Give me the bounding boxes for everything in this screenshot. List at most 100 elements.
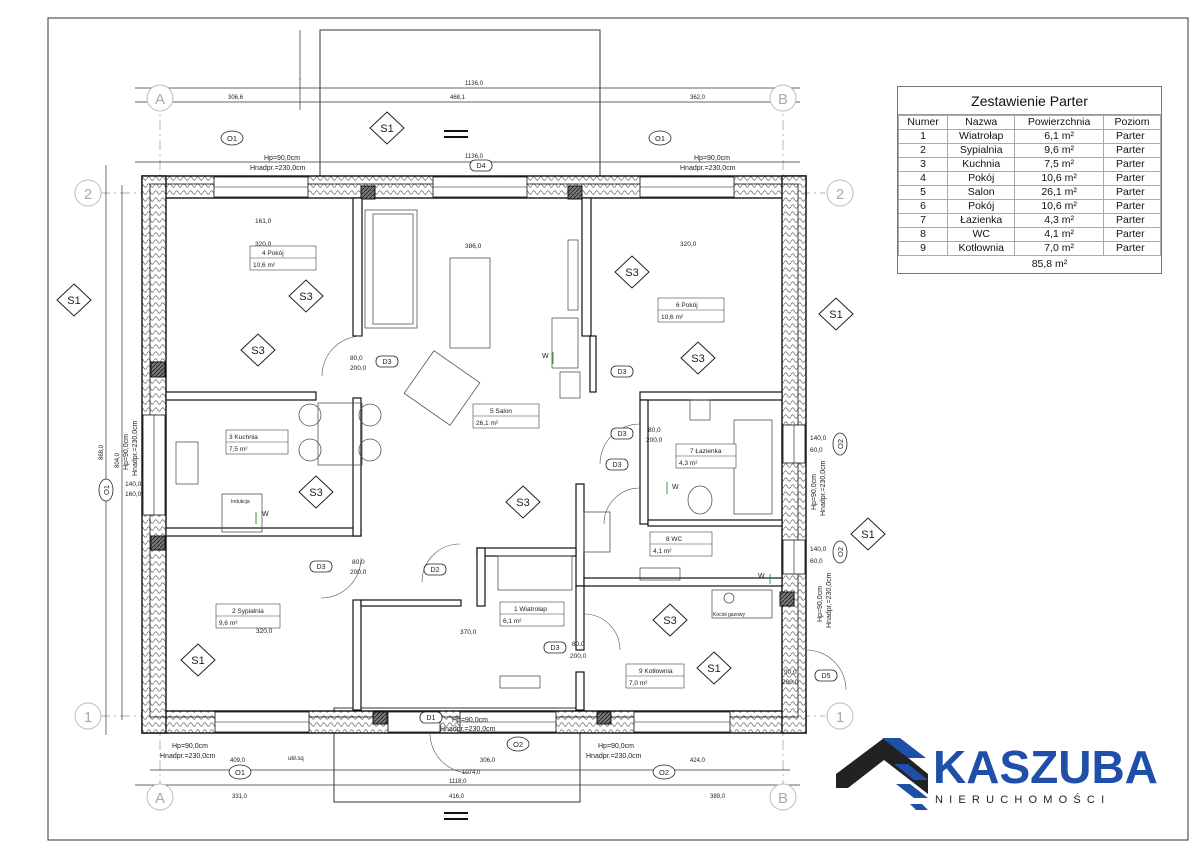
room-dim: 320,0 <box>680 241 697 248</box>
s3-marker <box>652 603 688 637</box>
door-dim: 80,0 <box>352 559 365 566</box>
room-lazienka: 7 Łazienka 4,3 m² <box>675 443 737 469</box>
window-note-hp: Hp=90,0cm <box>264 155 300 162</box>
dim-left-total: 868,0 <box>99 444 105 460</box>
table-cell: Parter <box>1103 143 1161 158</box>
room-dim: 320,0 <box>256 628 273 635</box>
s3-marker <box>288 279 324 313</box>
table-cell: Parter <box>1103 227 1161 242</box>
table-cell: 6 <box>897 199 949 214</box>
window-note-hp: Hp=90,0cm <box>694 155 730 162</box>
room-labels: 4 Pokój 10,6 m² 6 Pokój 10,6 m² 3 Kuchni… <box>215 245 737 689</box>
s1-label: S1 <box>829 309 842 321</box>
induction-label: Indukcja <box>231 499 250 505</box>
table-cell: Parter <box>1103 171 1161 186</box>
dim-bottom-b: 389,0 <box>710 794 726 800</box>
room-pokoj-6-label: 6 Pokój <box>676 302 698 309</box>
table-header-row: Numer Nazwa Powierzchnia Poziom <box>897 115 1161 130</box>
s3-marker <box>614 255 650 289</box>
table-cell: 2 <box>897 143 949 158</box>
table-title: Zestawienie Parter <box>898 87 1161 115</box>
room-wiatrolap-label: 1 Wiatrołap <box>514 606 547 613</box>
table-cell: 10,6 m² <box>1014 199 1104 214</box>
door-dim: 80,0 <box>648 427 661 434</box>
s3-marker <box>240 333 276 367</box>
room-sypialnia: 2 Sypialnia 9,6 m² <box>215 603 281 629</box>
window-dim: 140,0 <box>810 435 827 442</box>
s3-label: S3 <box>663 615 676 627</box>
grid-bubbles <box>74 84 854 811</box>
dim-inner: 1136,0 <box>465 154 484 160</box>
room-kuchnia-label: 3 Kuchnia <box>229 434 258 441</box>
o2-label: O2 <box>836 439 845 449</box>
s3-label: S3 <box>309 487 322 499</box>
window-note-hnad: Hnadpr.=230,0cm <box>250 165 306 172</box>
room-summary-table: Zestawienie Parter Numer Nazwa Powierzch… <box>897 86 1162 274</box>
room-wc-label: 8 WC <box>666 536 683 543</box>
table-cell: 6,1 m² <box>1014 129 1104 144</box>
window-note-hnad: Hnadpr.=230,0cm <box>820 460 827 516</box>
s1-marker <box>180 643 216 677</box>
d1-label: D1 <box>427 715 436 722</box>
vent-arrows <box>255 352 771 584</box>
o2-label: O2 <box>836 547 845 557</box>
s3-marker <box>680 341 716 375</box>
door-dim: 200,0 <box>570 653 587 660</box>
door-dim: 90,0 <box>784 669 797 676</box>
vent-w: W <box>672 484 679 491</box>
table-cell: 26,1 m² <box>1014 185 1104 200</box>
table-cell: 7,0 m² <box>1014 241 1104 256</box>
vent-w: W <box>758 573 765 580</box>
table-cell: Sypialnia <box>947 143 1016 158</box>
room-pokoj-4-label: 4 Pokój <box>262 250 284 257</box>
d3-label: D3 <box>317 564 326 571</box>
room-dim: 386,0 <box>465 243 482 250</box>
table-cell: 8 <box>897 227 949 242</box>
table-cell: 7 <box>897 213 949 228</box>
table-cell: Parter <box>1103 157 1161 172</box>
table-cell: 4 <box>897 171 949 186</box>
door-dim: 200,0 <box>646 437 663 444</box>
s1-label: S1 <box>861 529 874 541</box>
door-dims: 80,0 200,0 80,0 200,0 80,0 200,0 80,0 20… <box>125 218 827 686</box>
s1-label: S1 <box>707 663 720 675</box>
porch-top <box>319 29 601 177</box>
dim-bottom-a: 331,0 <box>232 794 248 800</box>
dim-ukl: ukł.sq <box>288 756 304 762</box>
table-cell: Parter <box>1103 213 1161 228</box>
d3-label: D3 <box>613 462 622 469</box>
room-sypialnia-label: 2 Sypialnia <box>232 608 264 615</box>
room-sypialnia-area: 9,6 m² <box>219 620 238 627</box>
furniture <box>175 209 773 689</box>
door-dim: 80,0 <box>350 355 363 362</box>
room-kotlownia-area: 7,0 m² <box>629 680 648 687</box>
s3-label: S3 <box>625 267 638 279</box>
room-lazienka-label: 7 Łazienka <box>690 448 722 455</box>
dim-top-b: 362,0 <box>690 95 706 101</box>
table-cell: Kuchnia <box>947 157 1016 172</box>
porch-bottom <box>333 707 581 803</box>
section-markers: S1 S1 S1 S1 S1 S1 S3 S3 S3 S3 S3 S3 S3 <box>56 111 886 685</box>
grid-bubble-labels: A B A B 2 2 1 1 <box>84 91 844 807</box>
room-wc: 8 WC 4,1 m² <box>649 531 713 557</box>
table-cell: 3 <box>897 157 949 172</box>
door-dim: 80,0 <box>572 641 585 648</box>
table-cell: WC <box>947 227 1016 242</box>
o2-label: O2 <box>513 740 523 749</box>
vent-marks: W W W W <box>262 353 765 580</box>
s1-marker <box>696 651 732 685</box>
vent-w: W <box>262 511 269 518</box>
window-dim: 140,0 <box>810 546 827 553</box>
table-cell: 7,5 m² <box>1014 157 1104 172</box>
grid-a-top: A <box>155 91 165 108</box>
grid-1-right: 1 <box>836 709 844 726</box>
table-cell: 1 <box>897 129 949 144</box>
col-header: Nazwa <box>947 115 1016 130</box>
table-cell: Pokój <box>947 199 1016 214</box>
dim-top-a: 306,6 <box>228 95 244 101</box>
o1-label: O1 <box>235 768 245 777</box>
window-note-hp: Hp=90,0cm <box>172 743 208 750</box>
s1-marker <box>818 297 854 331</box>
